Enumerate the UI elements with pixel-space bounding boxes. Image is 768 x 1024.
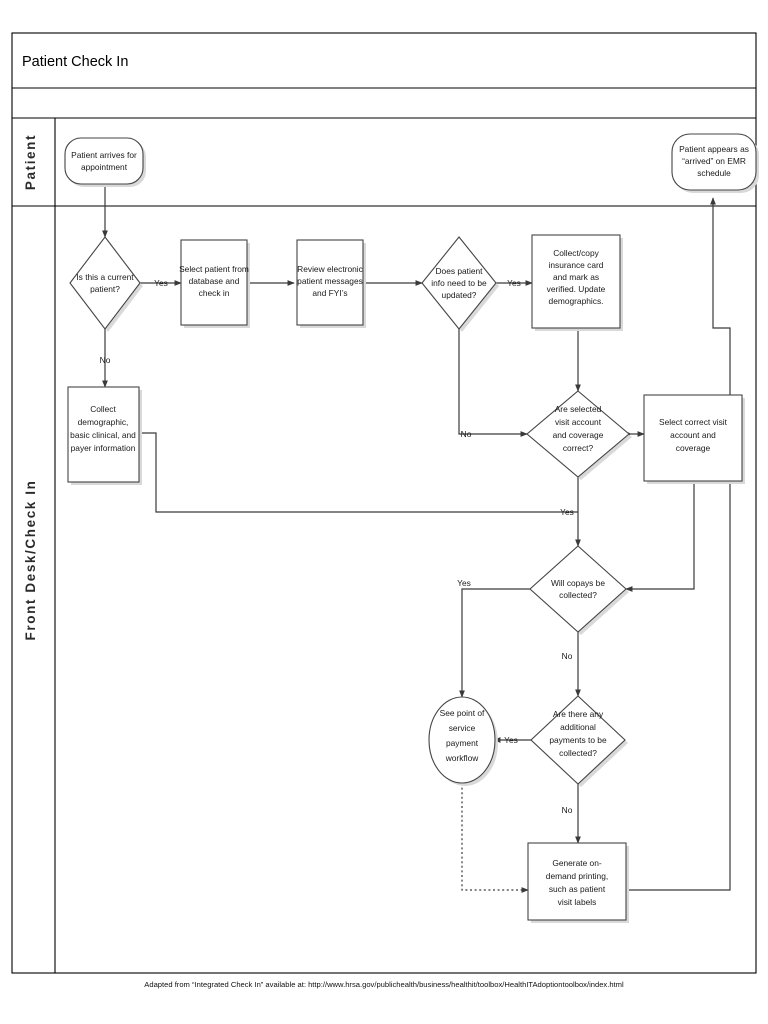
node-line: and FYI’s: [312, 288, 347, 298]
node-line: and mark as: [553, 272, 599, 282]
node-generate-on-demand-printing[interactable]: Generate on- demand printing, such as pa…: [527, 842, 629, 923]
node-visit-account-correct[interactable]: Are selected visit account and coverage …: [526, 390, 632, 480]
diagram-frame: [11, 32, 757, 974]
node-line: check in: [199, 288, 230, 298]
node-is-current-patient[interactable]: Is this a current patient?: [69, 236, 143, 332]
edge-collect-demographic-join: [141, 432, 578, 513]
node-line: patient messages: [297, 276, 363, 286]
node-line: correct?: [563, 443, 594, 453]
node-additional-payments[interactable]: Are there any additional payments to be …: [530, 695, 628, 787]
edge-select-correct-visit-back: [625, 484, 695, 592]
node-line: “arrived” on EMR: [682, 156, 746, 166]
edge-label-copays-no: No: [562, 651, 573, 661]
node-line: appointment: [81, 162, 128, 172]
edge-copays-yes: [459, 588, 530, 698]
node-line: Review electronic: [297, 264, 363, 274]
node-line: demographic,: [78, 417, 129, 427]
node-line: insurance card: [549, 260, 604, 270]
edge-info-update-no: [458, 329, 528, 437]
node-line: database and: [189, 276, 240, 286]
node-line: Collect: [90, 404, 116, 414]
connectors: [102, 186, 731, 893]
edge-label-visit-account-yes: Yes: [560, 507, 574, 517]
node-line: Select patient from: [179, 264, 249, 274]
node-line: payments to be: [549, 735, 607, 745]
edge-label-additional-no: No: [562, 805, 573, 815]
node-review-messages[interactable]: Review electronic patient messages and F…: [296, 239, 366, 328]
node-point-of-service-workflow[interactable]: See point of service payment workflow: [428, 696, 498, 786]
node-line: basic clinical, and: [70, 430, 136, 440]
node-line: payer information: [71, 443, 136, 453]
node-line: verified. Update: [547, 284, 606, 294]
node-line: Patient arrives for: [71, 150, 137, 160]
node-collect-insurance-card[interactable]: Collect/copy insurance card and mark as …: [531, 234, 623, 331]
node-line: coverage: [676, 443, 711, 453]
node-line: collected?: [559, 590, 597, 600]
node-line: Collect/copy: [553, 248, 599, 258]
node-line: patient?: [90, 284, 120, 294]
node-line: Select correct visit: [659, 417, 728, 427]
node-line: account and: [670, 430, 716, 440]
node-line: Will copays be: [551, 578, 605, 588]
node-patient-arrives[interactable]: Patient arrives for appointment: [64, 137, 146, 187]
node-collect-demographic[interactable]: Collect demographic, basic clinical, and…: [67, 386, 142, 485]
node-line: Are selected: [555, 404, 602, 414]
node-line: workflow: [445, 753, 480, 763]
node-line: updated?: [442, 290, 477, 300]
node-line: Does patient: [435, 266, 483, 276]
node-line: collected?: [559, 748, 597, 758]
edge-label-info-update-no: No: [461, 429, 472, 439]
edge-point-of-service-dotted: [461, 783, 529, 893]
node-line: and coverage: [553, 430, 604, 440]
node-line: such as patient: [549, 884, 606, 894]
edge-label-additional-yes: Yes: [504, 735, 518, 745]
edge-label-copays-yes: Yes: [457, 578, 471, 588]
node-line: service: [449, 723, 476, 733]
node-select-patient[interactable]: Select patient from database and check i…: [179, 239, 250, 328]
edge-label-current-patient-no: No: [100, 355, 111, 365]
node-line: payment: [446, 738, 479, 748]
edge-label-current-patient-yes: Yes: [154, 278, 168, 288]
node-line: demographics.: [549, 296, 604, 306]
node-line: Patient appears as: [679, 144, 749, 154]
lane-label-patient: Patient: [23, 134, 38, 190]
node-info-need-update[interactable]: Does patient info need to be updated?: [421, 236, 499, 332]
node-will-copays-be-collected[interactable]: Will copays be collected?: [529, 545, 629, 635]
node-line: schedule: [697, 168, 731, 178]
node-line: info need to be: [431, 278, 487, 288]
node-line: Is this a current: [76, 272, 134, 282]
node-line: See point of: [440, 708, 485, 718]
node-line: Are there any: [553, 709, 604, 719]
node-select-correct-visit[interactable]: Select correct visit account and coverag…: [643, 394, 745, 484]
footer-attribution: Adapted from “Integrated Check In” avail…: [144, 980, 624, 989]
node-line: additional: [560, 722, 596, 732]
node-patient-appears-arrived-emr[interactable]: Patient appears as “arrived” on EMR sche…: [671, 133, 759, 193]
node-line: demand printing,: [546, 871, 608, 881]
node-line: Generate on-: [552, 858, 602, 868]
edge-generate-printing-to-emr: [629, 197, 731, 891]
lane-label-front-desk: Front Desk/Check In: [23, 480, 38, 641]
node-line: visit account: [555, 417, 602, 427]
node-line: visit labels: [558, 897, 597, 907]
edge-label-info-update-yes: Yes: [507, 278, 521, 288]
page-title: Patient Check In: [22, 54, 128, 70]
